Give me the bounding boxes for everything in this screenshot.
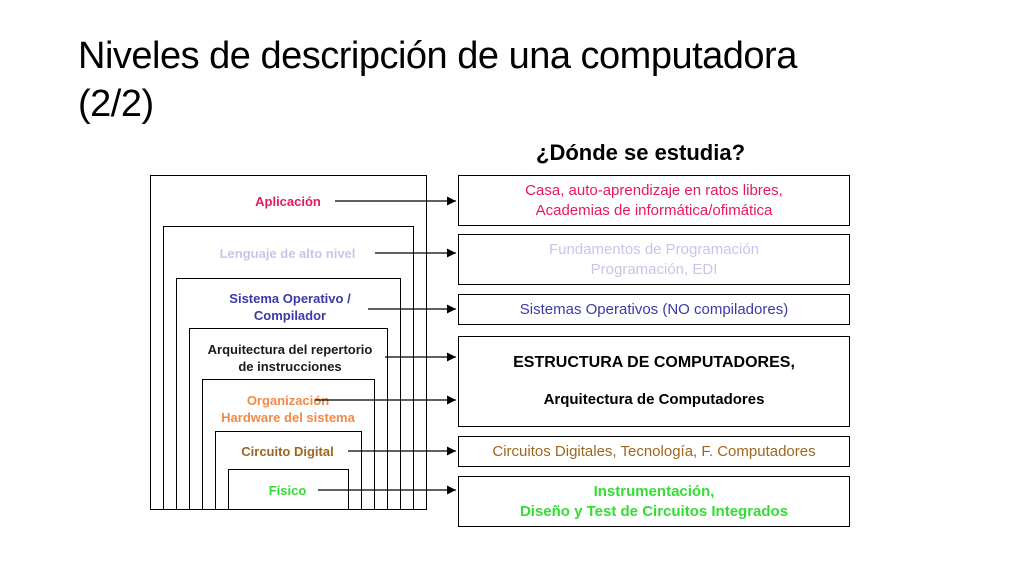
level-label-aplicacion: Aplicación <box>255 194 321 209</box>
level-label-lenguaje: Lenguaje de alto nivel <box>219 246 356 261</box>
level-label-fisico: Físico <box>268 483 307 498</box>
study-box-casa: Casa, auto-aprendizaje en ratos libres, … <box>458 175 850 226</box>
study-box-estructura: ESTRUCTURA DE COMPUTADORES, Arquitectura… <box>458 336 850 427</box>
study-box-programacion: Fundamentos de Programación Programación… <box>458 234 850 285</box>
study-box-instrumentacion: Instrumentación, Diseño y Test de Circui… <box>458 476 850 527</box>
slide-title-line1: Niveles de descripción de una computador… <box>78 35 797 77</box>
study-box-circuitos: Circuitos Digitales, Tecnología, F. Comp… <box>458 436 850 467</box>
slide-title-line2: (2/2) <box>78 83 154 125</box>
level-label-sistema-operativo: Sistema Operativo / Compilador <box>229 291 351 323</box>
study-question: ¿Dónde se estudia? <box>536 140 746 165</box>
study-box-sistemas-operativos: Sistemas Operativos (NO compiladores) <box>458 294 850 325</box>
slide-title: Niveles de descripción de una computador… <box>78 32 978 128</box>
level-label-arquitectura: Arquitectura del repertorio de instrucci… <box>207 342 373 374</box>
level-label-circuito-digital: Circuito Digital <box>241 444 334 459</box>
level-label-organizacion: Organización Hardware del sistema <box>221 393 355 425</box>
